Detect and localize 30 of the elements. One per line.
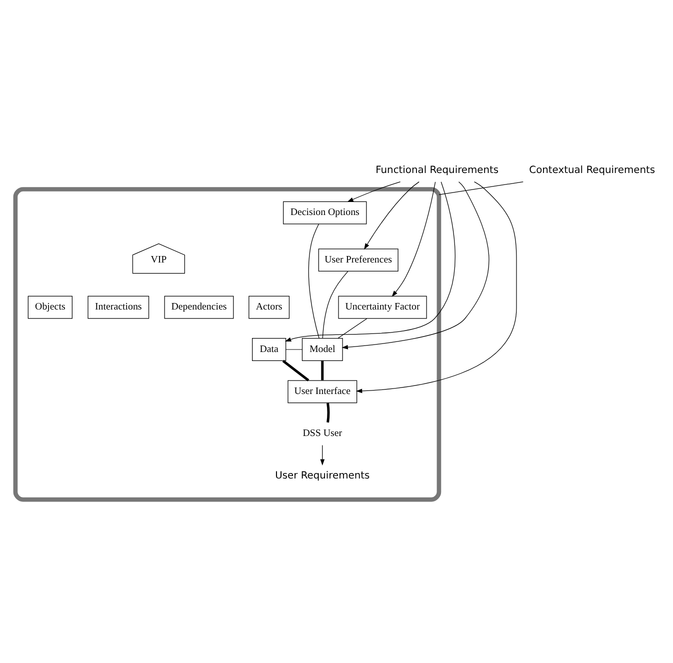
node-box: Objects (28, 295, 72, 318)
node-text: Contextual Requirements (529, 164, 656, 176)
connector (282, 359, 310, 381)
node-text: User Requirements (275, 470, 370, 481)
node-box: Model (302, 338, 343, 360)
arrow (364, 181, 420, 250)
node-box: Dependencies (164, 295, 234, 318)
connector (322, 270, 348, 338)
node-box: Data (252, 338, 286, 360)
node-box: User Interface (288, 380, 358, 403)
arrow (342, 181, 490, 349)
connector (326, 402, 330, 422)
connector (286, 348, 302, 350)
cluster (13, 186, 442, 502)
arrow (356, 181, 517, 393)
arrow (320, 444, 325, 465)
node-box: Uncertainty Factor (338, 295, 427, 318)
connector (321, 360, 324, 380)
arrow (392, 181, 436, 296)
connector (338, 318, 368, 338)
node-text: DSS User (302, 428, 342, 439)
connector (308, 223, 320, 338)
connector (438, 181, 524, 195)
arrow (347, 181, 401, 202)
node-box: Decision Options (283, 200, 367, 224)
node-text: Functional Requirements (376, 164, 499, 176)
node-box: Actors (248, 295, 290, 318)
node-box: Interactions (88, 295, 150, 318)
node-box: User Preferences (318, 248, 398, 272)
arrow (284, 181, 456, 342)
